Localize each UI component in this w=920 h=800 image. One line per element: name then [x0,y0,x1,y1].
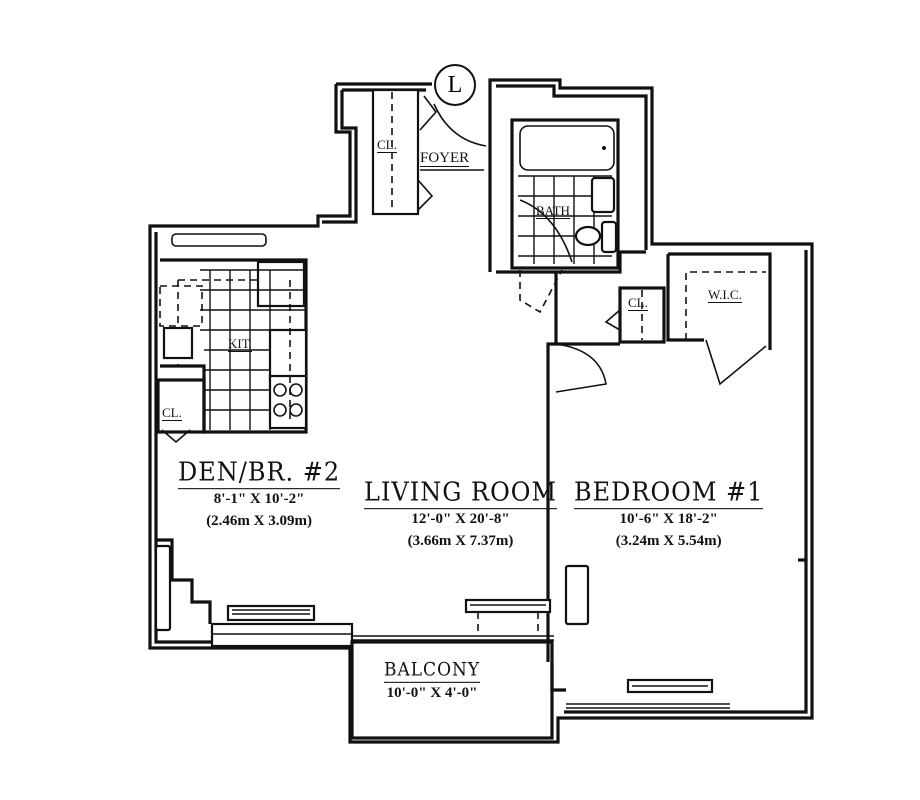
bathroom [510,118,620,314]
elevator-lobby-marker: L [434,64,476,106]
kitchen-tile-grid [200,269,306,430]
bath-label: BATH [536,203,570,219]
den-closet [156,378,206,444]
walk-in-closet-label: W.I.C. [708,287,742,303]
foyer-label: FOYER [420,150,470,167]
kitchen [159,233,308,434]
bedroom-dim-imperial: 10'-6" X 18'-2" [619,511,718,527]
balcony-outline [350,640,554,740]
foyer-closet-label: CL. [377,137,397,153]
den-name: DEN/BR. #2 [178,457,341,490]
den-dim-imperial: 8'-1" X 10'-2" [213,491,305,507]
foyer-closet [371,88,434,216]
den-label: DEN/BR. #2 8'-1" X 10'-2" (2.46m X 3.09m… [178,457,341,532]
bedroom-closet-label: CL. [628,295,648,311]
den-closet-label: CL. [162,405,182,421]
bedroom-closets [555,252,772,393]
den-dim-metric: (2.46m X 3.09m) [206,513,313,529]
kitchen-label: KIT. [228,336,252,352]
living-room-dim-imperial: 12'-0" X 20'-8" [411,511,510,527]
bedroom-name: BEDROOM #1 [574,477,764,510]
bedroom-dim-metric: (3.24m X 5.54m) [615,533,722,549]
balcony-name: BALCONY [384,659,481,683]
stove [268,374,308,430]
balcony-label: BALCONY 10'-0" X 4'-0" [384,659,481,704]
living-room-name: LIVING ROOM [364,477,558,510]
bath-tile-grid [518,175,612,264]
windows [210,564,730,709]
entry-door [419,95,487,147]
balcony-dim: 10'-0" X 4'-0" [386,685,478,701]
exterior-walls [148,78,814,744]
bedroom-label: BEDROOM #1 10'-6" X 18'-2" (3.24m X 5.54… [574,477,764,552]
living-room-dim-metric: (3.66m X 7.37m) [407,533,514,549]
living-room-label: LIVING ROOM 12'-0" X 20'-8" (3.66m X 7.3… [364,477,558,552]
